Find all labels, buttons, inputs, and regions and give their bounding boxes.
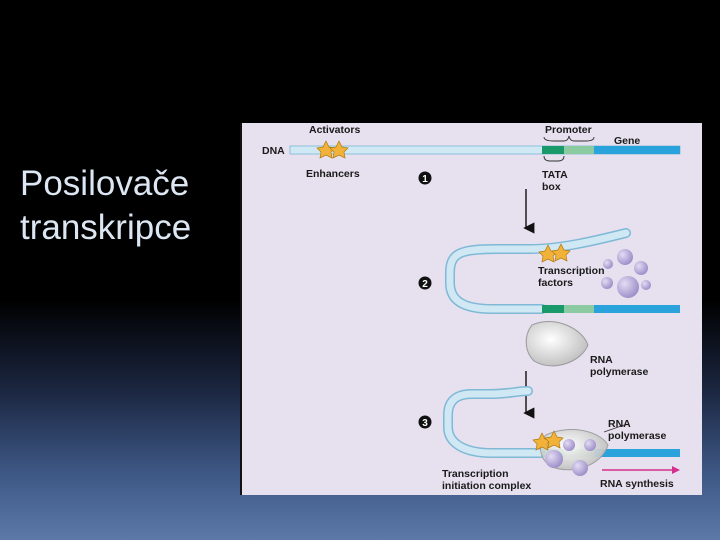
slide-title: Posilovače transkripce [20, 162, 230, 250]
complex-label-1: Transcription [442, 468, 509, 480]
transcription-factors [601, 249, 651, 298]
tata-label-1: TATA [542, 169, 568, 181]
dna-strand-step-1 [290, 146, 680, 154]
gene-label: Gene [614, 135, 640, 147]
activator-proteins-step-1 [317, 141, 348, 158]
rna-synthesis-label: RNA synthesis [600, 478, 674, 490]
rna-polymerase-3-label-2: polymerase [608, 430, 667, 442]
tata-box-marker [544, 156, 564, 161]
title-line-2: transkripce [20, 206, 230, 250]
promoter-bracket [544, 136, 594, 141]
rna-polymerase-label-2: polymerase [590, 366, 649, 378]
title-line-1: Posilovače [20, 162, 230, 206]
tata-label-2: box [542, 181, 561, 193]
step-3-number: 3 [422, 418, 428, 429]
step-1-badge: 1 [419, 172, 432, 186]
activators-label: Activators [309, 124, 361, 136]
enhancers-label: Enhancers [306, 168, 360, 180]
rna-synthesis-arrowhead [672, 466, 680, 474]
step-2-badge: 2 [419, 277, 432, 291]
complex-label-2: initiation complex [442, 480, 531, 492]
step-2-number: 2 [422, 279, 428, 290]
rna-polymerase-free [526, 322, 588, 366]
step-1-number: 1 [422, 174, 428, 185]
rna-polymerase-3-label-1: RNA [608, 418, 631, 430]
transcription-factors-label-1: Transcription [538, 265, 605, 277]
step-3-badge: 3 [419, 416, 432, 430]
diagram-canvas: DNA Activators Promoter Gene Enhancers T… [242, 123, 702, 495]
transcription-factors-label-2: factors [538, 277, 573, 289]
transcription-diagram: DNA Activators Promoter Gene Enhancers T… [240, 123, 702, 495]
dna-label: DNA [262, 145, 285, 157]
rna-polymerase-label-1: RNA [590, 354, 613, 366]
promoter-label: Promoter [545, 124, 592, 136]
